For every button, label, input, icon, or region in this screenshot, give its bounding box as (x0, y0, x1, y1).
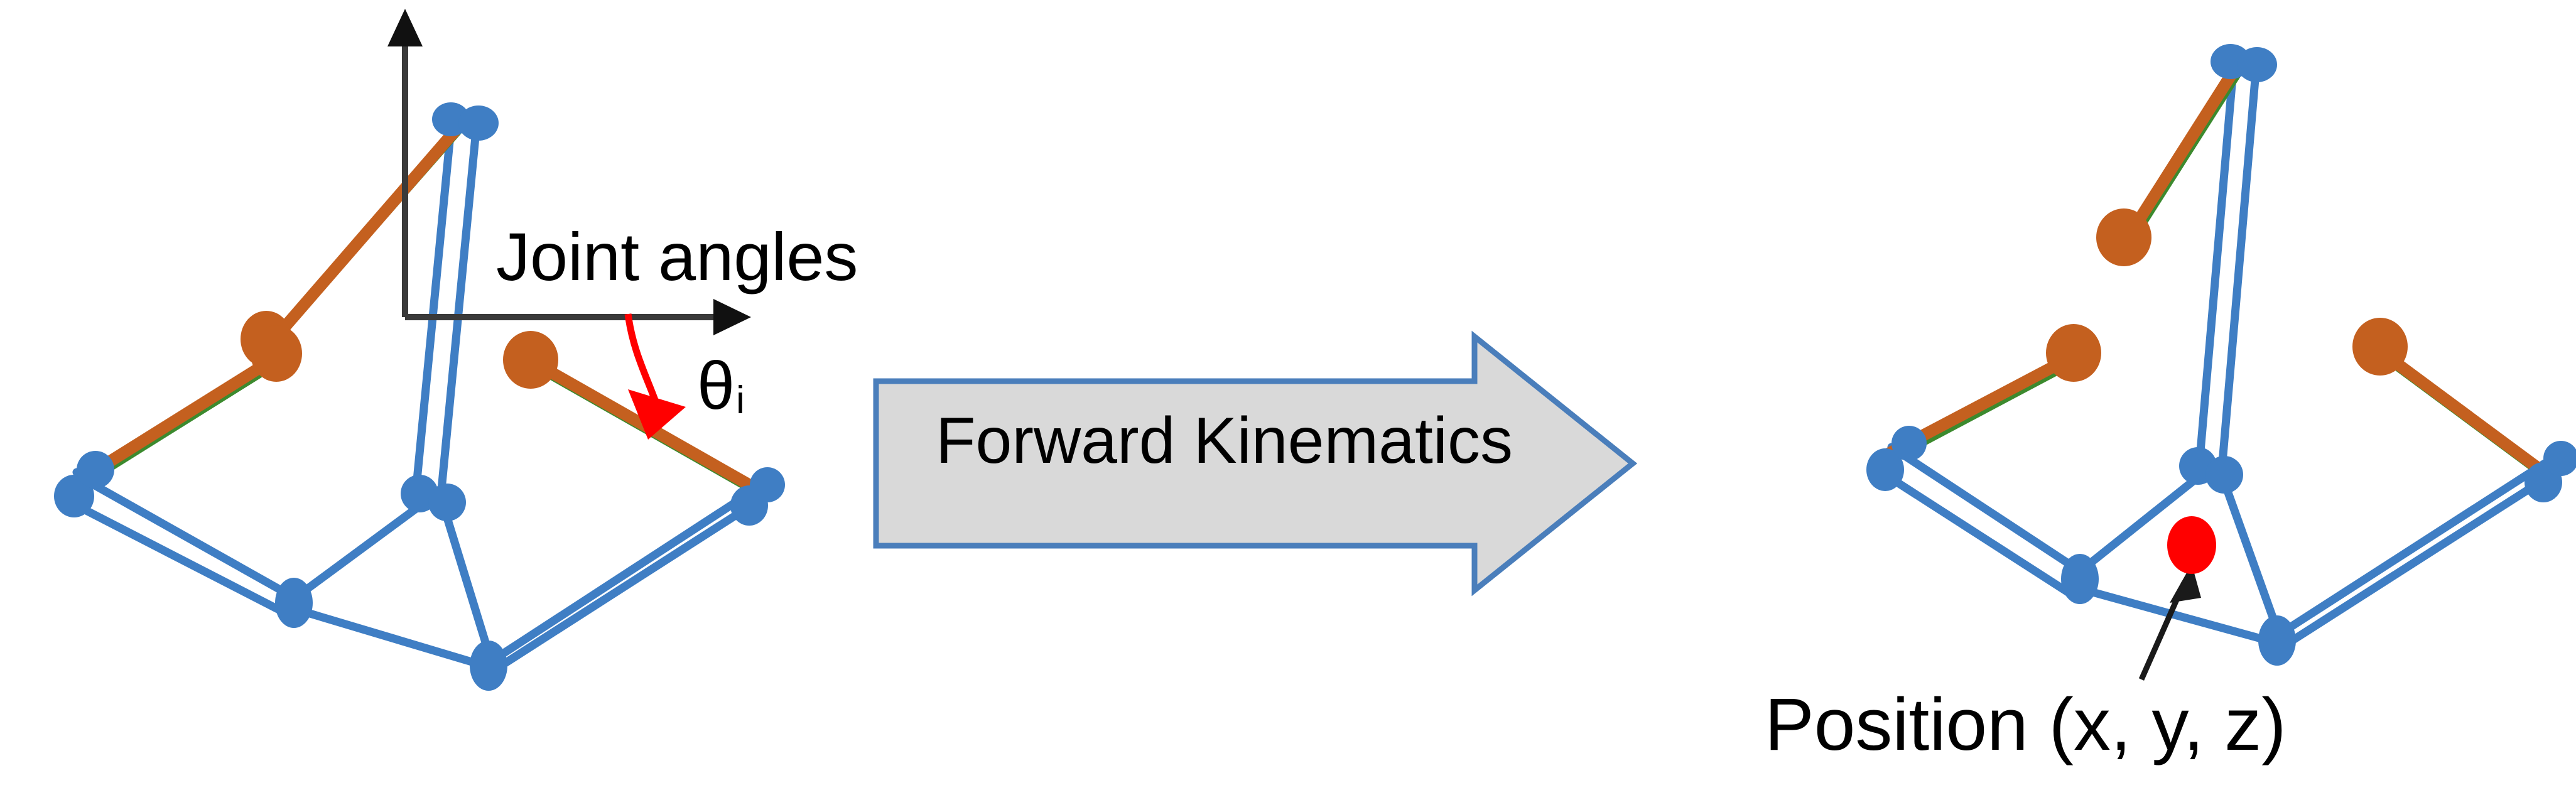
right-joint-upperleft-b (1891, 426, 1927, 461)
axis-horizontal-arrowhead-icon (713, 299, 751, 335)
left-link-center-rod-a (411, 124, 455, 497)
axis-vertical-arrowhead-icon (387, 9, 423, 46)
coordinate-axes (387, 9, 751, 335)
end-effector-marker (2167, 516, 2216, 574)
left-platform-edge-a (291, 498, 429, 602)
right-platform-edge-c (2077, 585, 2281, 647)
left-link-center-rod-b (436, 126, 480, 500)
position-label: Position (x, y, z) (1765, 683, 2286, 766)
theta-glyph: θ (697, 347, 735, 423)
right-link-center-rod-a (2195, 66, 2238, 470)
left-link-right-rod-b (479, 506, 749, 681)
end-effector-callout (2138, 516, 2216, 681)
right-arm-top-orange (2120, 62, 2242, 246)
left-motor-ball-left (251, 325, 302, 382)
right-joint-platform-b (2205, 456, 2243, 494)
right-arm-right-orange (2376, 347, 2553, 481)
left-link-left-rod-b (66, 498, 288, 617)
right-link-right-rod-a (2283, 459, 2549, 634)
left-joint-upperleft-b (77, 451, 114, 489)
right-motor-ball-right (2352, 318, 2408, 376)
right-link-left-rod-a (1887, 443, 2083, 575)
right-motor-ball-top (2096, 208, 2151, 266)
theta-symbol-label: θi (697, 352, 745, 420)
right-joint-upperleft-a (1866, 448, 1904, 491)
right-link-center-rod-b (2217, 68, 2260, 474)
left-robot-joints (54, 102, 785, 691)
right-platform-edge-b (2219, 474, 2283, 637)
left-arm-top-orange (262, 121, 465, 352)
joint-angles-label: Joint angles (496, 219, 858, 295)
angle-arrowhead-icon (628, 389, 686, 440)
forward-kinematics-arrow-shape[interactable] (873, 330, 1638, 597)
right-link-left-rod-b (1877, 468, 2074, 598)
left-joint-lowercenter (470, 641, 507, 691)
right-joint-lowerleft (2061, 554, 2099, 604)
right-motor-ball-left (2046, 324, 2101, 382)
left-robot-motor-balls (241, 311, 558, 389)
left-joint-top-b (458, 105, 499, 141)
right-platform-edge-a (2075, 473, 2202, 576)
right-robot-links (1877, 66, 2565, 656)
right-joint-upperright-b (2543, 441, 2576, 476)
left-link-right-rod-a (492, 484, 761, 662)
right-joint-lowercenter (2258, 615, 2296, 666)
left-joint-upperleft-a (54, 475, 94, 517)
forward-kinematics-label: Forward Kinematics (936, 404, 1513, 477)
left-link-left-rod-a (76, 473, 295, 600)
angle-arc-path (624, 313, 661, 406)
arrow-polygon[interactable] (873, 330, 1638, 597)
right-link-right-rod-b (2270, 480, 2540, 656)
right-robot-joints (1866, 44, 2576, 666)
left-joint-platform-b (428, 484, 466, 521)
left-joint-lowerleft (275, 578, 313, 628)
right-robot-motor-balls (2046, 208, 2408, 382)
right-joint-top-b (2237, 47, 2277, 82)
joint-angle-indicator (624, 313, 686, 440)
left-motor-ball-right (503, 331, 558, 389)
theta-subscript: i (736, 379, 745, 423)
left-platform-edge-c (291, 605, 493, 671)
left-joint-upperright-b (750, 467, 785, 502)
left-platform-edge-b (439, 501, 495, 665)
